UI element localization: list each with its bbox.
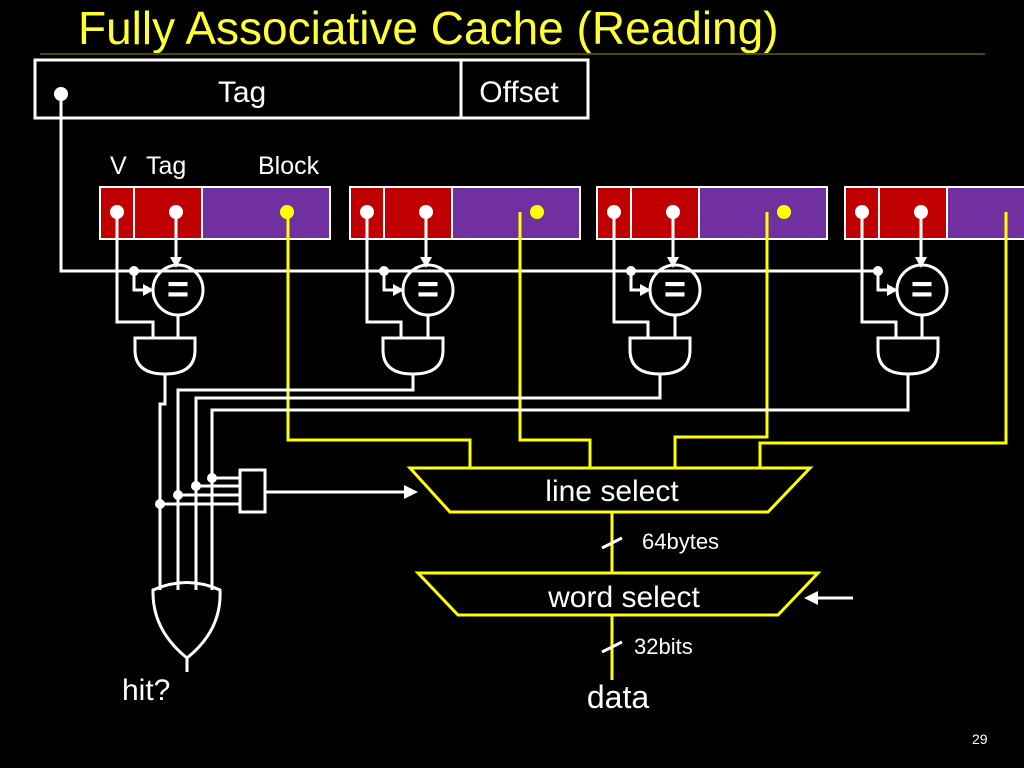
hit-wire-3 [210,374,910,590]
arrowhead [420,257,432,268]
block-heading: Block [258,152,320,180]
tag-cell [630,186,700,240]
comparator-symbol: = [911,269,933,311]
block-cell [946,186,1024,240]
valid-to-and-wire [115,212,155,338]
comparator-symbol: = [664,269,686,311]
hit-label: hit? [122,674,170,707]
valid-heading: V [110,152,127,180]
arrowhead [915,257,927,268]
address-offset-label: Offset [479,76,559,109]
arrowhead [887,284,898,296]
bus-width-slash [601,640,623,654]
and-gate [628,336,692,376]
hit-wire-0 [158,374,167,590]
and-gate [133,336,197,376]
and-gate [876,336,940,376]
and-gate [381,336,445,376]
address-register: Tag Offset [33,58,590,120]
block-cell [698,186,828,240]
comparator-symbol: = [167,269,189,311]
arrowhead [667,257,679,268]
word-width-label: 32bits [634,634,693,659]
hit-wires [155,374,910,590]
arrowhead [170,257,182,268]
address-tag-label: Tag [218,76,266,109]
junction-dot [173,490,183,500]
arrowhead [143,284,154,296]
block-bus-2 [673,212,769,468]
arrowhead [640,284,651,296]
tag-cell [133,186,203,240]
bus-width-slash [601,536,623,550]
junction-dot [191,481,201,491]
data-label: data [587,679,649,715]
tag-cell [383,186,453,240]
line-select-mux [406,466,814,514]
line-width-label: 64bytes [642,529,719,554]
valid-to-and-wire [365,212,403,338]
block-buses [286,212,1008,468]
select-arrowhead [404,485,418,499]
or-gate [151,581,222,660]
comparator-symbol: = [417,269,439,311]
address-box [33,58,590,120]
encoder-box [238,468,267,514]
block-bus-3 [758,212,1008,468]
valid-to-and-wire [612,212,650,338]
word-select-mux [414,571,822,617]
block-cell [201,186,331,240]
line-select-label: line select [545,475,679,508]
arrowhead [393,284,404,296]
block-tap [530,205,544,219]
junction-dot [207,473,217,483]
encoder-inputs [160,476,240,506]
tag-bus [59,94,878,273]
word-select-label: word select [547,581,700,614]
block-bus-1 [518,212,592,468]
slide-title: Fully Associative Cache (Reading) [78,2,779,54]
block-tap [777,205,791,219]
junction-dot [155,499,165,509]
page-number: 29 [972,731,988,747]
cache-lines: = = = = [99,186,1024,376]
tag-heading: Tag [146,152,186,180]
offset-arrowhead [804,591,818,605]
block-bus-0 [286,212,472,468]
block-cell [451,186,581,240]
tag-cell [878,186,948,240]
valid-to-and-wire [860,212,898,338]
